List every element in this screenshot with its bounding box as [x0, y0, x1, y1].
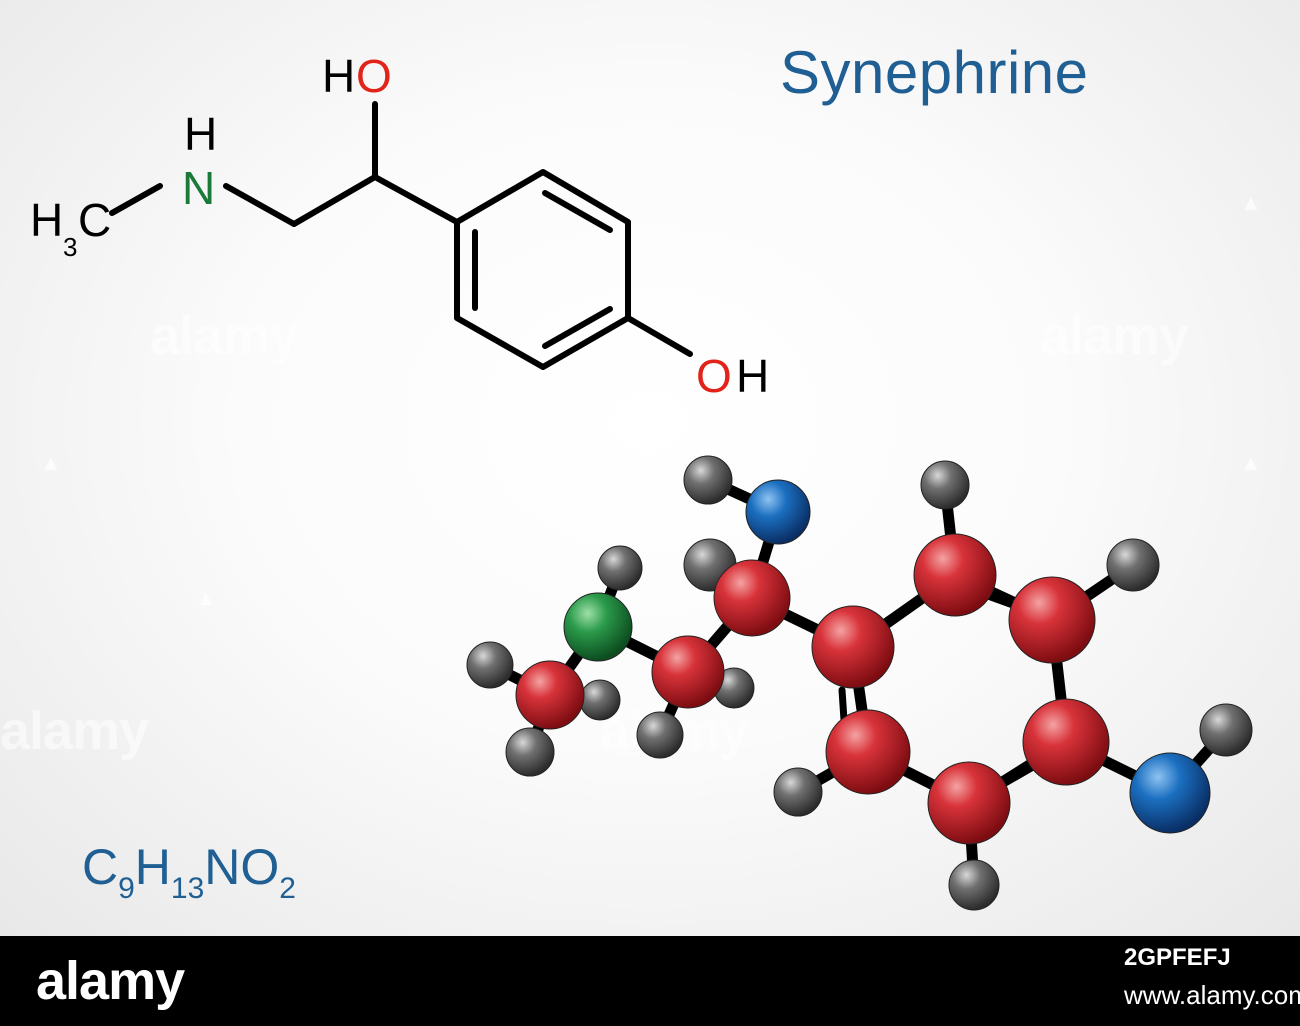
- carbon-atom: [515, 660, 585, 730]
- formula-o-count: 2: [279, 872, 296, 905]
- watermark-mark: ▲: [40, 450, 62, 475]
- carbon-atom: [927, 761, 1011, 845]
- bond-ring-oh: [625, 315, 693, 357]
- watermark-mark: ▲: [1240, 450, 1262, 475]
- carbon-atom: [811, 605, 895, 689]
- watermark-mark: ▲: [1240, 190, 1262, 215]
- ball-and-stick-model: [466, 455, 1253, 911]
- hydrogen-atom: [579, 679, 621, 721]
- illustration-canvas: alamy alamy alamy alamy ▲ ▲ ▲ ▲ Synephri…: [0, 0, 1300, 936]
- oxygen-atom: [1129, 752, 1211, 834]
- bond-ch2-choh: [291, 174, 378, 227]
- label-n: N: [182, 162, 215, 214]
- hydrogen-atom: [773, 767, 823, 817]
- hydrogen-atom: [948, 859, 1000, 911]
- hydrogen-atom: [597, 545, 643, 591]
- nitrogen-atom: [563, 592, 633, 662]
- molecular-formula: C9H13NO2: [82, 838, 296, 906]
- bond-ch3-n: [109, 183, 163, 216]
- molecule-title: Synephrine: [780, 39, 1089, 106]
- carbon-atom: [713, 559, 791, 637]
- hydrogen-atom: [505, 727, 555, 777]
- watermark: alamy: [1040, 306, 1189, 366]
- ring-double-bond: [542, 306, 613, 349]
- image-id: 2GPFEFJ: [1124, 944, 1231, 971]
- bond-n-ch2: [223, 183, 297, 227]
- formula-no: NO: [204, 839, 280, 895]
- benzene-ring: [454, 169, 631, 370]
- brand-logo[interactable]: alamy: [36, 951, 185, 1011]
- hydrogen-atom: [1199, 703, 1253, 757]
- carbon-atom: [825, 709, 911, 795]
- stock-footer: alamy 2GPFEFJ www.alamy.com: [0, 936, 1300, 1026]
- hydrogen-atom: [683, 455, 733, 505]
- formula-c-count: 9: [118, 872, 135, 905]
- watermark: alamy: [0, 701, 149, 761]
- label-h3c-3: 3: [63, 232, 77, 262]
- label-oh-h: H: [736, 350, 769, 402]
- site-url[interactable]: www.alamy.com: [1124, 980, 1300, 1010]
- label-h3c-h: H: [30, 194, 63, 246]
- skeletal-structure: [109, 101, 693, 370]
- carbon-atom: [651, 635, 725, 709]
- label-h3c-c: C: [78, 194, 111, 246]
- model-atoms: [466, 455, 1253, 911]
- watermark-mark: ▲: [195, 585, 217, 610]
- watermark: alamy: [150, 306, 299, 366]
- label-ho-h: H: [322, 50, 355, 102]
- label-ho-o: O: [356, 50, 392, 102]
- carbon-atom: [913, 533, 997, 617]
- carbon-atom: [1008, 576, 1096, 664]
- hydrogen-atom: [466, 641, 514, 689]
- hydrogen-atom: [1106, 538, 1160, 592]
- carbon-atom: [1022, 698, 1110, 786]
- label-nh-h: H: [184, 108, 217, 160]
- ring-double-bond: [542, 190, 613, 233]
- hydrogen-atom: [920, 460, 970, 510]
- formula-h-count: 13: [170, 872, 205, 905]
- label-oh-o: O: [696, 350, 732, 402]
- formula-c: C: [82, 839, 119, 895]
- formula-h: H: [134, 839, 171, 895]
- molecule-diagram: H O H N H 3 C O H: [30, 50, 1253, 911]
- bond-choh-ring: [372, 174, 460, 225]
- oxygen-atom: [745, 479, 811, 545]
- hydrogen-atom: [636, 711, 684, 759]
